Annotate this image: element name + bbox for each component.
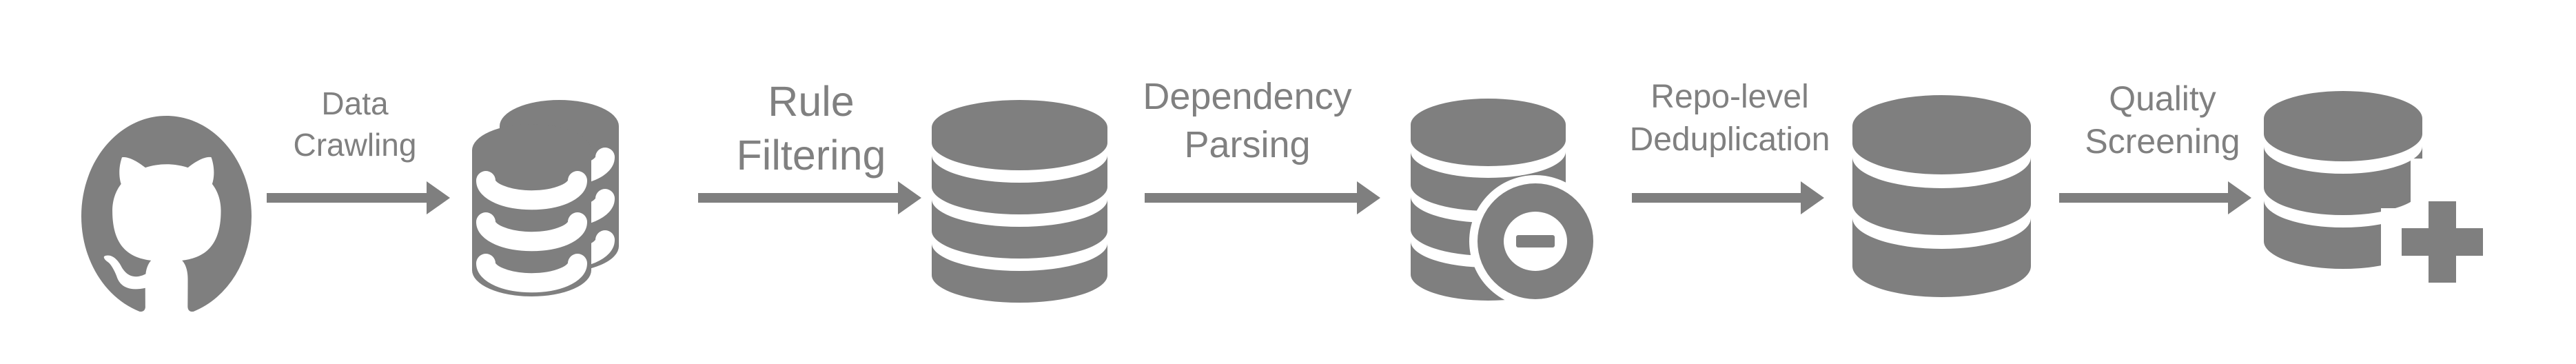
step-label-rule-filtering: Rule Filtering <box>737 74 886 182</box>
flow-arrow <box>267 181 450 214</box>
step-label-line: Rule <box>768 78 855 125</box>
minus-glyph <box>1516 235 1555 247</box>
step-label-line: Data <box>321 85 389 121</box>
step-label-line: Crawling <box>293 127 417 163</box>
step-label-line: Parsing <box>1184 124 1311 165</box>
database-icon <box>1852 95 2032 301</box>
flow-arrow <box>698 181 921 214</box>
flow-arrow <box>2059 181 2251 214</box>
flow-arrow <box>1145 181 1380 214</box>
database-icon <box>932 100 1107 304</box>
step-label-line: Dependency <box>1143 76 1352 117</box>
step-label-line: Screening <box>2085 122 2240 161</box>
github-icon <box>81 116 252 312</box>
step-label-repo-level-deduplication: Repo-level Deduplication <box>1630 76 1830 161</box>
step-label-data-crawling: Data Crawling <box>294 83 417 165</box>
step-label-line: Quality <box>2109 79 2216 118</box>
plus-glyph <box>2429 201 2456 283</box>
step-label-line: Filtering <box>736 132 886 179</box>
database-stack-icon <box>457 97 620 301</box>
step-label-line: Deduplication <box>1629 121 1830 158</box>
flow-arrow <box>1632 181 1824 214</box>
database-minus-icon <box>1406 99 1613 305</box>
database-plus-icon <box>2264 91 2491 291</box>
step-label-quality-screening: Quality Screening <box>2085 77 2240 163</box>
step-label-line: Repo-level <box>1650 79 1809 115</box>
step-label-dependency-parsing: Dependency Parsing <box>1143 72 1351 169</box>
